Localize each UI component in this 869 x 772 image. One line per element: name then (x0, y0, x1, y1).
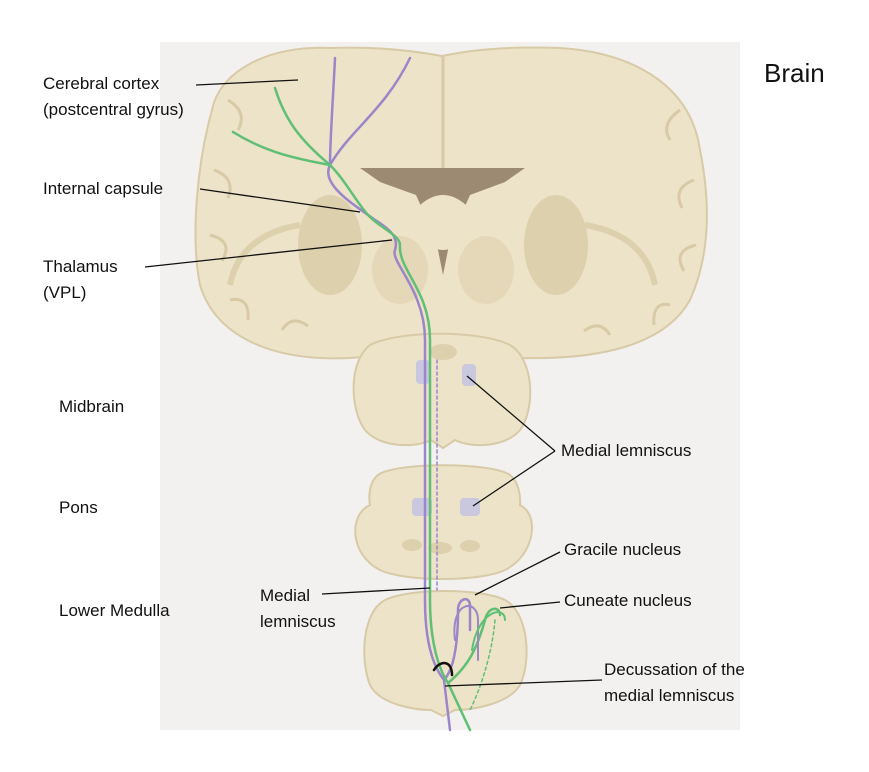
diagram-title: Brain (764, 58, 825, 88)
label-pons: Pons (59, 498, 98, 517)
label-postcentral-gyrus: (postcentral gyrus) (43, 100, 184, 119)
label-gracile-nucleus: Gracile nucleus (564, 540, 682, 559)
label-medial-lemniscus-left-1: Medial (260, 586, 311, 605)
green-pathway (273, 86, 502, 685)
pons-section (354, 464, 533, 580)
midbrain-section (352, 332, 532, 450)
label-vpl: (VPL) (43, 283, 87, 302)
cerebrum-section (194, 46, 708, 360)
label-cuneate-nucleus: Cuneate nucleus (564, 591, 692, 610)
label-internal-capsule: Internal capsule (43, 179, 164, 198)
label-cerebral-cortex: Cerebral cortex (43, 74, 160, 93)
label-medial-lemniscus-right: Medial lemniscus (561, 441, 692, 460)
label-medial-lemniscus-left-2: lemniscus (260, 612, 336, 631)
label-lower-medulla: Lower Medulla (59, 601, 170, 620)
pathways (231, 56, 506, 732)
label-decussation-2: medial lemniscus (604, 686, 735, 705)
leader-lines (144, 79, 603, 687)
label-decussation-1: Decussation of the (604, 660, 745, 679)
label-thalamus: Thalamus (43, 257, 118, 276)
label-midbrain: Midbrain (59, 397, 125, 416)
